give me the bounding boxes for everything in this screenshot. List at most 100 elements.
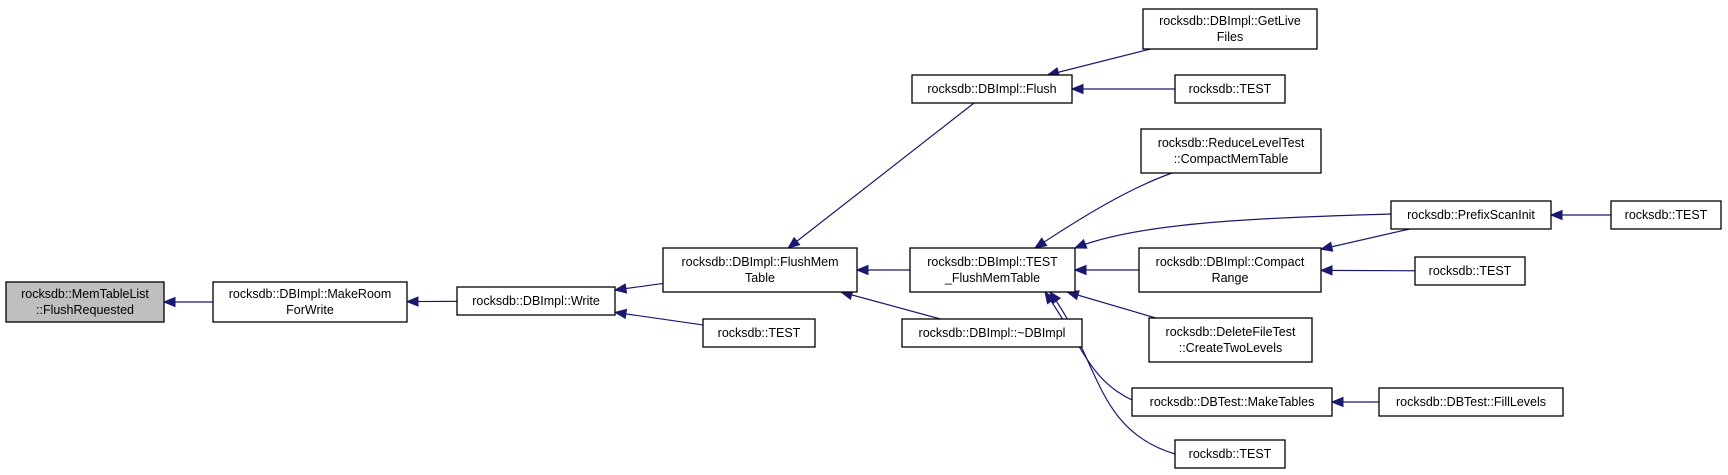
node-box <box>662 247 858 293</box>
node-label: ::CompactMemTable <box>1174 152 1289 166</box>
node-box <box>909 247 1076 293</box>
arrowhead-icon <box>613 308 628 320</box>
node-box <box>1131 387 1333 417</box>
node-label: rocksdb::DBTest::FillLevels <box>1396 395 1546 409</box>
edge-makeroomforwrite-to-flushrequested <box>162 296 213 308</box>
node-box <box>1390 200 1552 230</box>
node-box <box>1174 74 1286 104</box>
node-box <box>1142 8 1318 50</box>
arrowhead-icon <box>1549 209 1563 221</box>
arrowhead-icon <box>162 296 176 308</box>
node-test_write[interactable]: rocksdb::TEST <box>702 318 816 348</box>
node-label: rocksdb::TEST <box>1429 264 1512 278</box>
edge-compactmemtable-to-test_flushmemtable <box>1033 172 1173 249</box>
edge-test_compactrange-to-compactrange <box>1319 265 1416 276</box>
node-label: ::CreateTwoLevels <box>1179 341 1283 355</box>
edge-test_write-to-write <box>613 308 704 326</box>
node-test_flush[interactable]: rocksdb::TEST <box>1174 74 1286 104</box>
node-flush[interactable]: rocksdb::DBImpl::Flush <box>911 74 1073 104</box>
arrowhead-icon <box>855 264 869 276</box>
node-label: rocksdb::DBImpl::Write <box>472 294 600 308</box>
node-label: Table <box>745 271 775 285</box>
node-box <box>456 286 616 316</box>
node-label: rocksdb::TEST <box>1625 208 1708 222</box>
edge-write-to-makeroomforwrite <box>405 296 458 307</box>
node-filllevels[interactable]: rocksdb::DBTest::FillLevels <box>1378 387 1564 417</box>
node-dtor[interactable]: rocksdb::DBImpl::~DBImpl <box>901 318 1083 348</box>
node-label: _FlushMemTable <box>944 271 1040 285</box>
arrowhead-icon <box>1319 241 1334 252</box>
node-label: ForWrite <box>286 303 334 317</box>
edge-prefixscaninit-to-compactrange <box>1319 228 1410 252</box>
node-createtwolevels[interactable]: rocksdb::DeleteFileTest::CreateTwoLevels <box>1148 317 1313 363</box>
edge-test_bottom-to-test_flushmemtable <box>1049 290 1176 455</box>
node-label: Range <box>1212 271 1249 285</box>
edge-dtor-to-flushmemtable <box>839 289 941 320</box>
node-label: rocksdb::DBImpl::MakeRoom <box>229 287 392 301</box>
node-box <box>1148 317 1313 363</box>
arrowhead-icon <box>1073 238 1088 249</box>
node-label: ::FlushRequested <box>36 303 134 317</box>
node-box <box>702 318 816 348</box>
node-compactmemtable[interactable]: rocksdb::ReduceLevelTest::CompactMemTabl… <box>1140 128 1322 174</box>
node-box <box>1610 200 1722 230</box>
node-label: rocksdb::DBTest::MakeTables <box>1150 395 1315 409</box>
node-label: rocksdb::MemTableList <box>21 287 149 301</box>
nodes: rocksdb::MemTableList::FlushRequestedroc… <box>5 8 1722 469</box>
node-maketables[interactable]: rocksdb::DBTest::MakeTables <box>1131 387 1333 417</box>
edge-getlivefiles-to-flush <box>1046 48 1151 78</box>
node-prefixscaninit[interactable]: rocksdb::PrefixScanInit <box>1390 200 1552 230</box>
arrowhead-icon <box>405 296 419 307</box>
node-label: rocksdb::DBImpl::~DBImpl <box>919 326 1066 340</box>
node-box <box>5 281 165 323</box>
arrowhead-icon <box>787 236 801 249</box>
node-label: rocksdb::DBImpl::Flush <box>927 82 1056 96</box>
arrowhead-icon <box>1044 290 1056 305</box>
edges <box>162 48 1611 455</box>
node-test_flushmemtable[interactable]: rocksdb::DBImpl::TEST_FlushMemTable <box>909 247 1076 293</box>
node-box <box>212 281 408 323</box>
node-box <box>1138 247 1322 293</box>
node-label: rocksdb::DBImpl::TEST <box>927 255 1058 269</box>
arrowhead-icon <box>1049 290 1062 305</box>
node-flushmemtable[interactable]: rocksdb::DBImpl::FlushMemTable <box>662 247 858 293</box>
edge-flushmemtable-to-write <box>613 282 664 294</box>
node-box <box>1414 256 1526 286</box>
arrowhead-icon <box>1330 396 1344 408</box>
node-box <box>911 74 1073 104</box>
node-label: rocksdb::TEST <box>1189 82 1272 96</box>
arrowhead-icon <box>1033 237 1048 249</box>
node-label: rocksdb::ReduceLevelTest <box>1158 136 1305 150</box>
edge-compactrange-to-test_flushmemtable <box>1073 264 1139 276</box>
node-label: rocksdb::DBImpl::FlushMem <box>682 255 839 269</box>
edge-createtwolevels-to-test_flushmemtable <box>1066 290 1156 319</box>
edge-test_flush-to-flush <box>1070 83 1175 95</box>
edge-filllevels-to-maketables <box>1330 396 1379 408</box>
node-write[interactable]: rocksdb::DBImpl::Write <box>456 286 616 316</box>
arrowhead-icon <box>613 283 628 294</box>
edge-test_prefix-to-prefixscaninit <box>1549 209 1611 221</box>
node-test_bottom[interactable]: rocksdb::TEST <box>1174 439 1286 469</box>
node-flushrequested: rocksdb::MemTableList::FlushRequested <box>5 281 165 323</box>
edge-flush-to-flushmemtable <box>787 102 975 249</box>
node-box <box>1174 439 1286 469</box>
node-box <box>1140 128 1322 174</box>
node-box <box>901 318 1083 348</box>
node-test_compactrange[interactable]: rocksdb::TEST <box>1414 256 1526 286</box>
node-label: rocksdb::TEST <box>718 326 801 340</box>
node-label: rocksdb::TEST <box>1189 447 1272 461</box>
edge-test_flushmemtable-to-flushmemtable <box>855 264 910 276</box>
arrowhead-icon <box>1073 264 1087 276</box>
node-box <box>1378 387 1564 417</box>
node-test_prefix[interactable]: rocksdb::TEST <box>1610 200 1722 230</box>
node-label: Files <box>1217 30 1243 44</box>
node-label: rocksdb::DeleteFileTest <box>1166 325 1296 339</box>
node-label: rocksdb::DBImpl::Compact <box>1156 255 1305 269</box>
arrowhead-icon <box>1070 83 1084 95</box>
node-label: rocksdb::DBImpl::GetLive <box>1159 14 1301 28</box>
arrowhead-icon <box>1319 265 1333 276</box>
